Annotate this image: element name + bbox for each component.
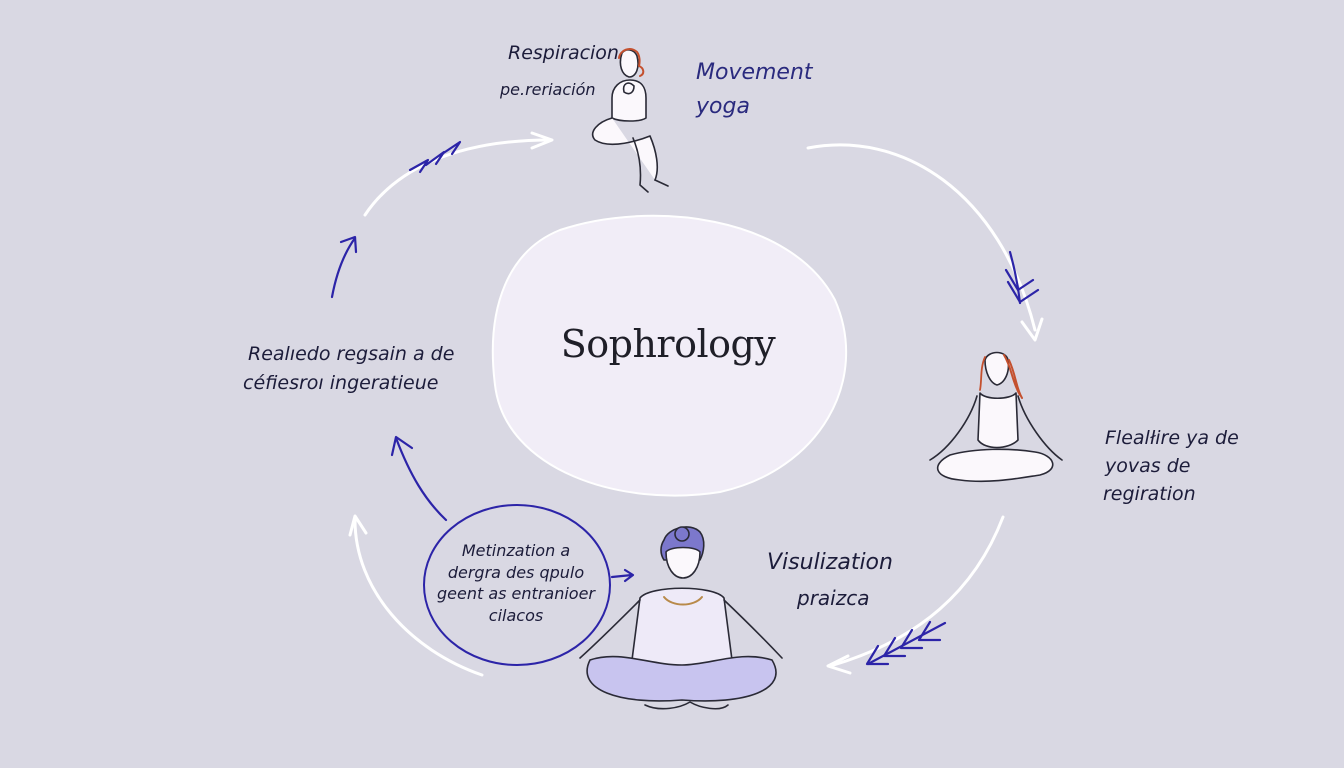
arrowhead-right	[1020, 317, 1044, 342]
meditation-pointer	[610, 568, 635, 583]
meditation-label-line1: Metinzation a	[461, 541, 571, 560]
visualization-label-line1: Visulization	[767, 550, 893, 575]
arrowhead-bottom	[826, 654, 852, 675]
flexibility-label-line3: regiration	[1103, 483, 1196, 505]
blue-arrow-left-up	[394, 436, 448, 522]
flexibility-label-line2: yovas de	[1105, 455, 1191, 477]
respiration-label-line2: pe.reriación	[500, 80, 596, 99]
woman-meditating-icon	[579, 526, 783, 710]
arc-bottom-left	[353, 518, 484, 677]
blue-arrow-bottom-right	[866, 621, 947, 666]
meditation-label-line4: cilacos	[488, 605, 544, 625]
flexibility-label-line1: Flealłire ya de	[1105, 427, 1239, 449]
white-arrowheads	[348, 131, 1044, 675]
arrowhead-top	[530, 131, 554, 150]
blue-arrow-up-left	[330, 236, 357, 299]
meditation-circle	[423, 504, 611, 666]
center-blob	[491, 214, 848, 497]
meditation-label-line2: dergra des qpulo	[447, 562, 585, 582]
meditation-label-line3: geent as entranioer	[436, 584, 595, 604]
center-title: Sophrology	[560, 322, 776, 366]
arc-top-left	[363, 138, 552, 217]
visualization-label-line2: praizca	[797, 586, 870, 610]
woman-sitting-icon	[591, 48, 669, 193]
blue-arrows	[330, 140, 1040, 666]
woman-lotus-icon	[929, 351, 1063, 483]
blue-arrow-right-down	[1008, 250, 1022, 305]
realization-label-line2: céfiesroı ingeratieue	[243, 372, 439, 394]
blue-double-chevron-top	[408, 140, 462, 174]
arrowhead-left	[348, 514, 368, 537]
movement-label-line2: yoga	[696, 94, 750, 119]
arc-top-right	[806, 143, 1037, 332]
realization-label-line1: Realıedo regsain a de	[248, 343, 455, 365]
respiration-label-line1: Respiracion	[508, 42, 619, 64]
movement-label-line1: Movement	[696, 60, 813, 85]
arc-bottom-right	[828, 515, 1005, 668]
meditation-label: Metinzation a dergra des qpulo geent as …	[428, 540, 604, 626]
